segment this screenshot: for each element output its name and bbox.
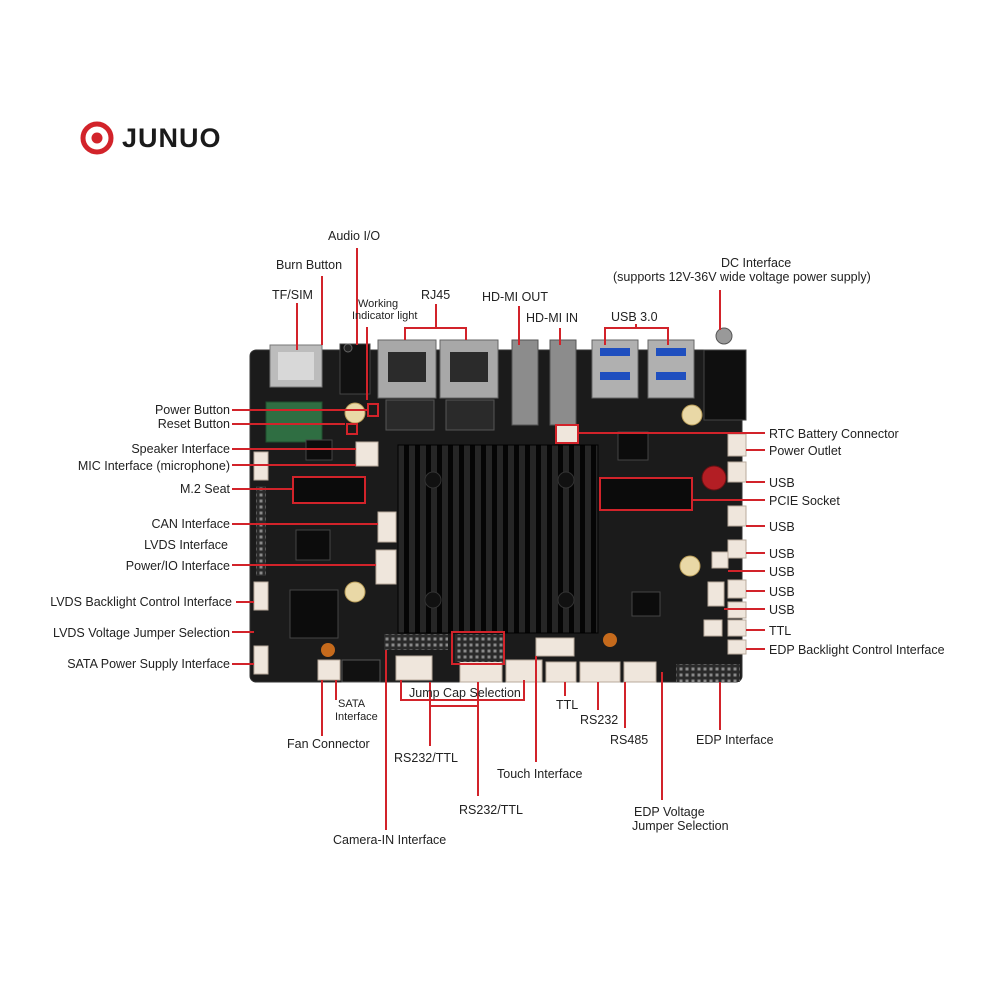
label-edp-voltage: EDP Voltage <box>634 805 705 819</box>
dc-jack <box>703 349 747 421</box>
label-sata-interface: SATA <box>338 698 366 710</box>
label-dc-interface-note: (supports 12V-36V wide voltage power sup… <box>613 270 871 284</box>
label-power-button: Power Button <box>154 403 230 417</box>
label-usb-4: USB <box>769 565 795 579</box>
label-working-indicator-2: Indicator light <box>352 310 418 322</box>
label-sata-power: SATA Power Supply Interface <box>67 657 230 671</box>
label-rs232-ttl-2: RS232/TTL <box>459 803 523 817</box>
label-rj45: RJ45 <box>421 288 451 302</box>
label-edp-backlight: EDP Backlight Control Interface <box>769 643 945 657</box>
label-pcie-socket: PCIE Socket <box>769 494 840 508</box>
label-jump-cap: Jump Cap Selection <box>409 686 521 700</box>
label-m2-seat: M.2 Seat <box>179 482 230 496</box>
label-reset-button: Reset Button <box>157 417 230 431</box>
label-usb-6: USB <box>769 603 795 617</box>
brand-logo-icon <box>80 121 114 155</box>
rj45-port-2 <box>439 339 499 399</box>
label-hdmi-out: HD-MI OUT <box>482 290 548 304</box>
label-rs485: RS485 <box>610 733 649 747</box>
label-usb-3: USB <box>769 547 795 561</box>
brand-name: JUNUO <box>122 122 222 153</box>
m2-seat <box>292 476 366 504</box>
label-rtc-battery: RTC Battery Connector <box>769 427 899 441</box>
label-burn-button: Burn Button <box>276 258 343 272</box>
label-working-indicator: Working <box>358 298 399 310</box>
label-hdmi-in: HD-MI IN <box>526 311 579 325</box>
label-usb-5: USB <box>769 585 795 599</box>
label-mic-interface: MIC Interface (microphone) <box>77 459 230 473</box>
label-sata-interface-2: Interface <box>335 711 378 723</box>
brand-logo: JUNUO <box>80 118 222 158</box>
pcie-socket <box>599 477 693 511</box>
label-ttl-bottom: TTL <box>556 698 579 712</box>
label-speaker-interface: Speaker Interface <box>131 442 230 456</box>
capacitor <box>701 465 727 491</box>
label-lvds-backlight: LVDS Backlight Control Interface <box>50 595 232 609</box>
label-touch-interface: Touch Interface <box>497 767 583 781</box>
label-camera-in: Camera-IN Interface <box>333 833 447 847</box>
label-power-outlet: Power Outlet <box>769 444 842 458</box>
label-ttl-right: TTL <box>769 624 792 638</box>
label-lvds-voltage-jumper: LVDS Voltage Jumper Selection <box>53 626 230 640</box>
label-rs232-bottom: RS232 <box>580 713 619 727</box>
label-tf-sim: TF/SIM <box>272 288 313 302</box>
label-edp-interface: EDP Interface <box>696 733 774 747</box>
label-lvds-interface: LVDS Interface <box>144 538 228 552</box>
label-edp-voltage-2: Jumper Selection <box>632 819 729 833</box>
label-usb-2: USB <box>769 520 795 534</box>
coin-cell <box>344 402 366 424</box>
label-usb-1: USB <box>769 476 795 490</box>
leader-lines <box>232 248 765 830</box>
audio-jack <box>339 343 371 395</box>
label-rs232-ttl-1: RS232/TTL <box>394 751 458 765</box>
hdmi-out-port <box>511 339 539 426</box>
label-power-io-interface: Power/IO Interface <box>125 559 230 573</box>
label-dc-interface: DC Interface <box>721 256 792 270</box>
label-audio-io: Audio I/O <box>328 229 381 243</box>
hdmi-in-port <box>549 339 577 426</box>
label-usb30: USB 3.0 <box>611 310 658 324</box>
label-can-interface: CAN Interface <box>151 517 230 531</box>
label-fan-connector: Fan Connector <box>287 737 370 751</box>
